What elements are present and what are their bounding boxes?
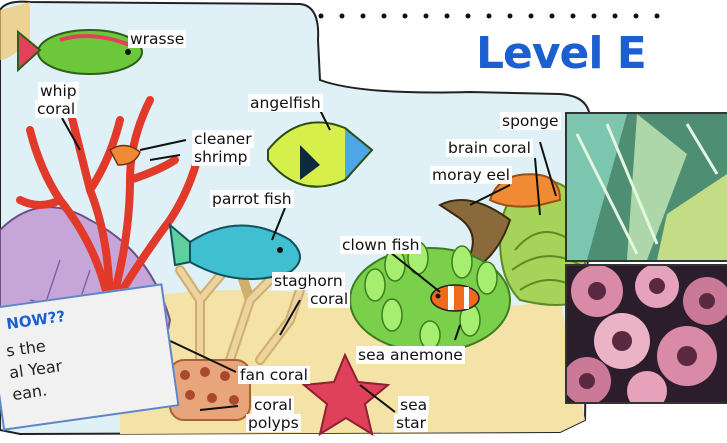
label-coral-polyps-line2: polyps bbox=[246, 414, 301, 432]
label-clown-fish: clown fish bbox=[340, 236, 421, 254]
did-you-know-line-2: al Year bbox=[8, 356, 63, 382]
label-cleaner-shrimp-line1: cleaner bbox=[192, 130, 254, 148]
coral-photo-top-image bbox=[567, 114, 727, 260]
label-angelfish: angelfish bbox=[248, 94, 323, 112]
label-brain-coral: brain coral bbox=[446, 139, 533, 157]
did-you-know-line-3: ean. bbox=[11, 380, 48, 404]
label-fan-coral: fan coral bbox=[238, 366, 310, 384]
label-sea-star-line2: star bbox=[394, 414, 428, 432]
label-whip-coral-line2: coral bbox=[35, 100, 77, 118]
label-staghorn-coral-line1: staghorn bbox=[272, 272, 345, 290]
clown-fish-shape bbox=[431, 285, 479, 311]
label-wrasse: wrasse bbox=[128, 30, 186, 48]
coral-photo-top bbox=[565, 112, 727, 262]
did-you-know-line-1: s the bbox=[5, 336, 47, 360]
label-sea-anemone: sea anemone bbox=[356, 346, 465, 364]
label-moray-eel: moray eel bbox=[430, 166, 512, 184]
dotted-header-line bbox=[315, 0, 665, 24]
label-coral-polyps-line1: coral bbox=[252, 396, 294, 414]
label-sponge: sponge bbox=[500, 112, 561, 130]
label-staghorn-coral-line2: coral bbox=[308, 290, 350, 308]
label-sea-star-line1: sea bbox=[398, 396, 429, 414]
level-title: Level E bbox=[476, 30, 646, 78]
coral-photo-bottom-image bbox=[567, 266, 727, 402]
label-whip-coral-line1: whip bbox=[38, 82, 79, 100]
label-parrot-fish: parrot fish bbox=[210, 190, 294, 208]
did-you-know-title: NOW?? bbox=[5, 307, 66, 333]
did-you-know-box: NOW?? s the al Year ean. bbox=[0, 283, 180, 431]
coral-photo-bottom bbox=[565, 264, 727, 404]
label-cleaner-shrimp-line2: shrimp bbox=[192, 148, 250, 166]
